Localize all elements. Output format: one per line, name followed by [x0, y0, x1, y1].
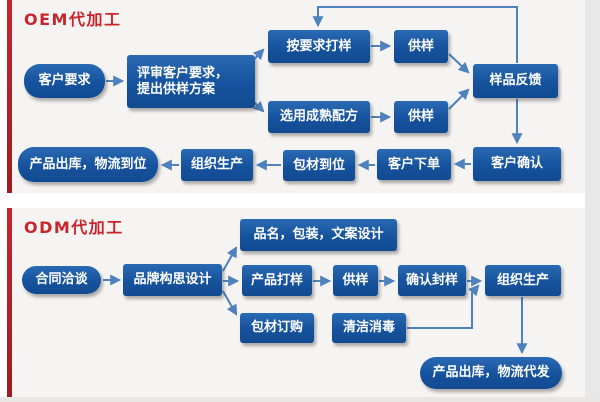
oem-node-review-line1: 评审客户要求， — [137, 65, 229, 81]
odm-red-accent-bar — [7, 208, 12, 398]
oem-node-mature-formula: 选用成熟配方 — [268, 101, 370, 133]
odm-node-confirm-seal: 确认封样 — [398, 265, 466, 296]
oem-node-outbound: 产品出库，物流到位 — [18, 147, 158, 182]
oem-node-customer-confirm: 客户确认 — [473, 147, 561, 181]
oem-red-accent-bar — [7, 0, 12, 193]
oem-node-sample-feedback: 样品反馈 — [473, 64, 558, 98]
oem-node-customer-order: 客户下单 — [377, 149, 451, 180]
oem-node-review: 评审客户要求， 提出供样方案 — [127, 55, 255, 108]
odm-section-title: ODM代加工 — [24, 218, 124, 237]
oem-node-supply-sample-2: 供样 — [394, 101, 448, 133]
odm-node-organize-production: 组织生产 — [485, 265, 561, 296]
oem-node-packaging-ready: 包材到位 — [283, 150, 355, 181]
bottom-gray-strip — [0, 397, 600, 402]
odm-node-supply-sample: 供样 — [333, 265, 378, 296]
oem-node-sample-by-request: 按要求打样 — [268, 30, 370, 63]
odm-node-product-sampling: 产品打样 — [242, 265, 312, 296]
right-gray-strip — [585, 0, 600, 402]
oem-node-review-line2: 提出供样方案 — [137, 81, 216, 97]
odm-node-outbound: 产品出库，物流代发 — [420, 357, 562, 389]
oem-section-title: OEM代加工 — [24, 10, 122, 29]
oem-node-customer-request: 客户要求 — [24, 64, 105, 98]
oem-node-supply-sample-1: 供样 — [394, 30, 448, 63]
odm-node-brand-design: 品牌构思设计 — [123, 264, 222, 296]
odm-node-contract: 合同洽谈 — [22, 266, 101, 294]
odm-node-packaging-order: 包材订购 — [240, 313, 314, 343]
odm-node-naming-packaging: 品名，包装，文案设计 — [240, 219, 397, 251]
odm-node-cleaning: 清洁消毒 — [332, 313, 406, 343]
oem-node-organize-production: 组织生产 — [181, 149, 253, 181]
